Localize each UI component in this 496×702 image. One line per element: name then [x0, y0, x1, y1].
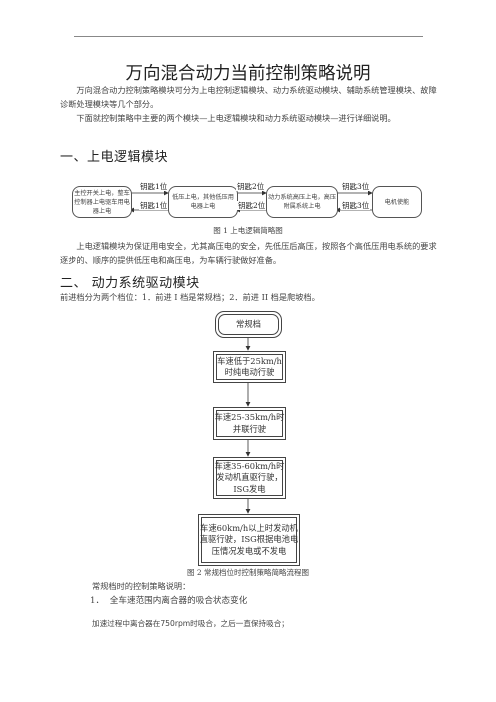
figure-2-caption: 图 2 常规档位时控制策略简略流程图 [186, 568, 310, 577]
flow-step-parallel: 车速25-35km/h时并联行驶 [213, 407, 286, 440]
key-label-bottom-3: 钥匙3位 [341, 201, 371, 210]
power-box-motor-enable: 电机使能 [372, 186, 422, 218]
document-title: 万向混合动力当前控制策略说明 [125, 64, 371, 84]
power-box-high-voltage: 动力系统高压上电，高压附属系统上电 [266, 186, 338, 218]
header-rule [74, 36, 423, 37]
section-heading-1: 一、上电逻辑模块 [60, 150, 169, 165]
key-label-top-3: 钥匙3位 [341, 182, 371, 191]
clutch-paragraph: 加速过程中离合器在750rpm时吸合，之后一直保持吸合； [92, 619, 289, 628]
flow-step-engine-direct-battery: 车速60km/h以上时发动机直驱行驶，ISG根据电池电压情况发电或不发电 [198, 514, 300, 566]
list-item-number: 1． [90, 596, 105, 606]
list-item-text: 全车速范围内离合器的吸合状态变化 [109, 596, 248, 606]
figure-1-caption: 图 1 上电逻辑简略图 [213, 226, 283, 235]
strategy-intro: 常规档时的控制策略说明： [92, 581, 191, 591]
power-box-main-switch: 主控开关上电，整车控制器上电驱车用电器上电 [72, 186, 132, 218]
key-label-bottom-2: 钥匙2位 [237, 201, 267, 210]
section-heading-2: 二、 动力系统驱动模块 [60, 276, 200, 291]
flow-start-normal-gear: 常规档 [215, 311, 282, 338]
intro-paragraph-2: 下面就控制策略中主要的两个模块—上电逻辑模块和动力系统驱动模块—进行详细说明。 [76, 113, 396, 123]
key-label-top-1: 钥匙1位 [139, 182, 169, 191]
power-box-low-voltage: 低压上电，其他低压用电器上电 [168, 186, 238, 218]
key-label-bottom-1: 钥匙1位 [139, 201, 169, 210]
flow-step-pure-electric: 车速低于25km/h时纯电动行驶 [213, 351, 286, 383]
key-label-top-2: 钥匙2位 [236, 182, 266, 191]
list-item-1: 1． 全车速范围内离合器的吸合状态变化 [90, 595, 468, 609]
flow-step-engine-direct-isg: 车速35-60km/h时发动机直驱行驶，ISG发电 [213, 457, 286, 499]
power-on-paragraph: 上电逻辑模块为保证用电安全，尤其高压电的安全，先低压后高压，按照各个高低压用电系… [60, 241, 437, 265]
intro-paragraph-1: 万向混合动力控制策略模块可分为上电控制逻辑模块、动力系统驱动模块、辅助系统管理模… [60, 85, 437, 109]
gear-description: 前进档分为两个档位：1．前进 I 档是常规档；2．前进 II 档是爬坡档。 [60, 292, 320, 302]
